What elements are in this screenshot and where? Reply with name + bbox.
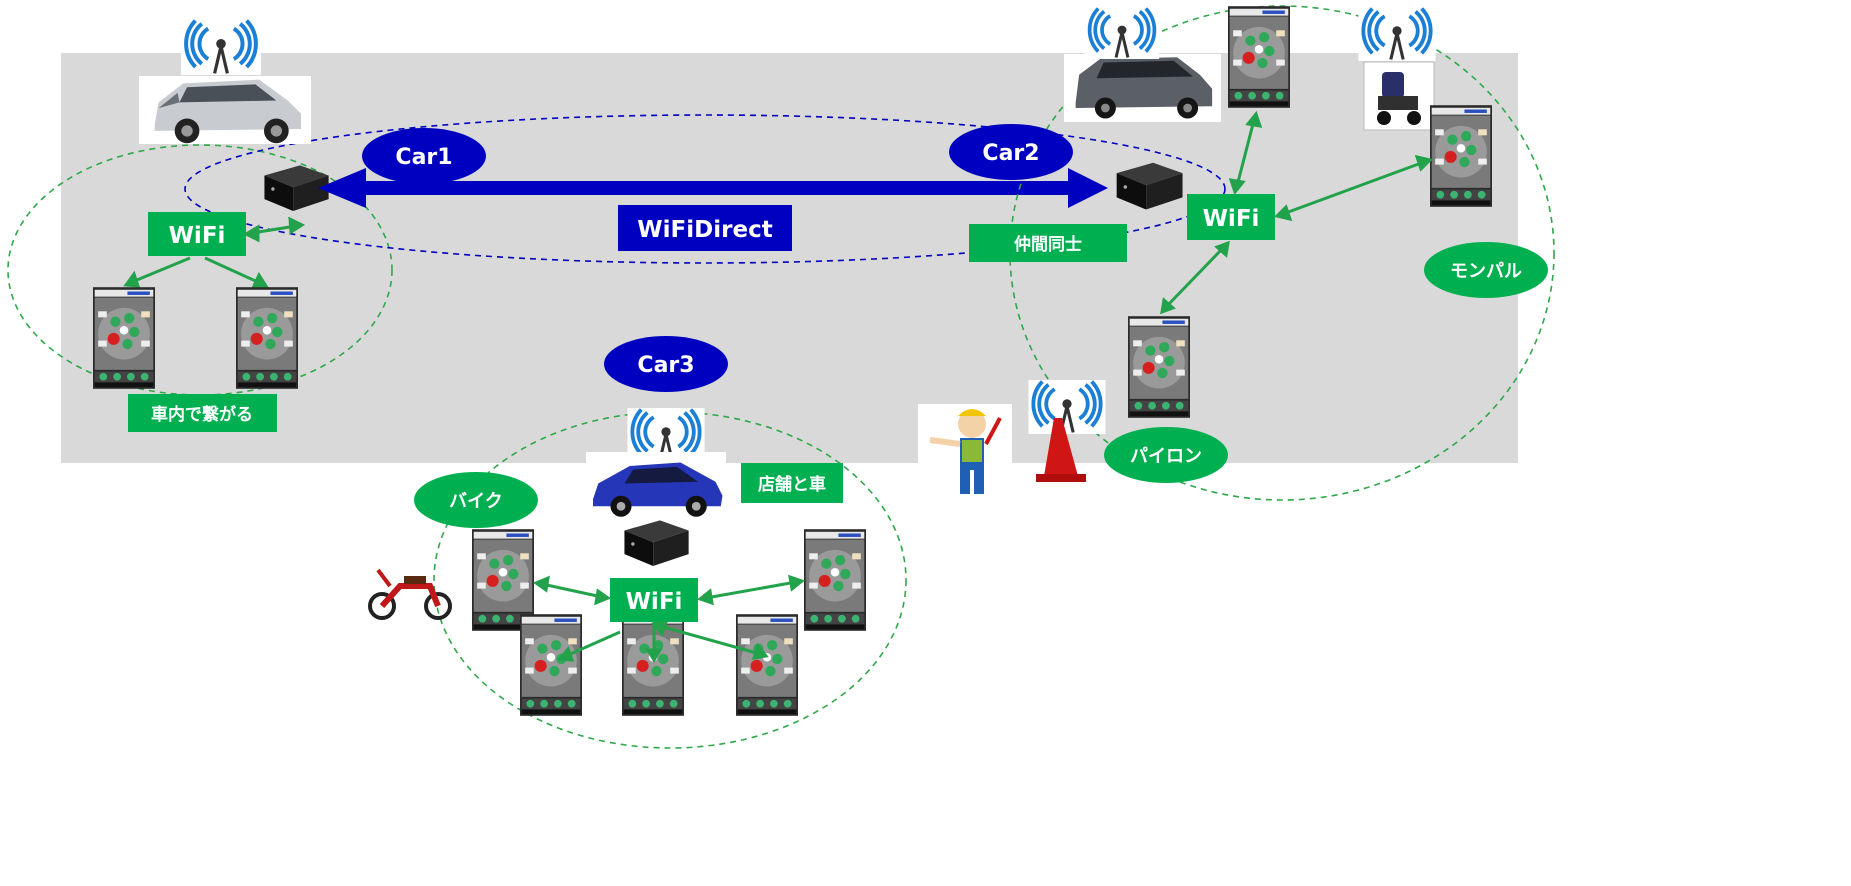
car2-wifi-label: WiFi xyxy=(1203,206,1260,232)
car3-router-icon xyxy=(624,520,689,566)
monpal-label-bubble xyxy=(1424,242,1548,298)
shop-car-label-box xyxy=(741,463,843,503)
wifidirect-label-box xyxy=(618,205,792,251)
car3-label: Car3 xyxy=(637,353,694,378)
car1-antenna-icon xyxy=(181,19,261,75)
peers-label-box xyxy=(969,224,1127,262)
shop-car-label: 店舗と車 xyxy=(758,474,826,495)
car1-wifi-box xyxy=(148,212,246,256)
car3-wifi-links xyxy=(532,574,806,663)
wifidirect-arrow xyxy=(318,168,1108,208)
wifidirect-label: WiFiDirect xyxy=(637,217,772,243)
car3-phone-topright xyxy=(804,529,866,631)
pylon-cone-image xyxy=(1036,418,1086,482)
monpal-label: モンパル xyxy=(1450,261,1522,282)
car3-label-bubble xyxy=(604,336,728,392)
bike-label: バイク xyxy=(449,491,503,512)
car2-antenna-icon xyxy=(1083,7,1161,59)
pylon-label-bubble xyxy=(1104,427,1228,483)
pylon-antenna-icon xyxy=(1028,380,1105,434)
car2-wifi-box xyxy=(1187,194,1275,240)
in-car-label-box xyxy=(128,394,277,432)
monpal-antenna-icon xyxy=(1357,7,1437,61)
car1-wifi-label: WiFi xyxy=(169,223,226,249)
car2-van-image xyxy=(1064,54,1221,122)
car3-phone-bottomright xyxy=(736,614,798,716)
car1-phone-left xyxy=(93,287,155,389)
monpal-scooter-image xyxy=(1363,61,1435,131)
bike-label-bubble xyxy=(414,472,538,528)
car3-hatchback-image xyxy=(586,452,726,524)
car1-zone xyxy=(7,144,393,396)
peers-label: 仲間同士 xyxy=(1014,234,1082,255)
car1-phone-right xyxy=(236,287,298,389)
in-car-label: 車内で繋がる xyxy=(151,404,253,425)
traffic-guard-image xyxy=(918,404,1012,494)
car2-phone-bottom xyxy=(1128,316,1190,418)
car3-phone-bottomleft xyxy=(520,614,582,716)
car2-wifi-links xyxy=(1160,110,1433,315)
car2-label: Car2 xyxy=(982,141,1039,166)
car3-wifi-box xyxy=(610,578,698,622)
car1-label: Car1 xyxy=(395,145,452,170)
car2-phone-top xyxy=(1228,6,1290,108)
car1-van-image xyxy=(139,76,311,144)
monpal-phone xyxy=(1430,105,1492,207)
car1-label-bubble xyxy=(362,128,486,184)
car1-wifi-links xyxy=(123,216,306,288)
pylon-label: パイロン xyxy=(1130,446,1202,467)
car3-wifi-label: WiFi xyxy=(626,589,683,615)
motorbike-image xyxy=(368,568,452,620)
wifidirect-zone xyxy=(184,114,1226,264)
car2-label-bubble xyxy=(949,124,1073,180)
